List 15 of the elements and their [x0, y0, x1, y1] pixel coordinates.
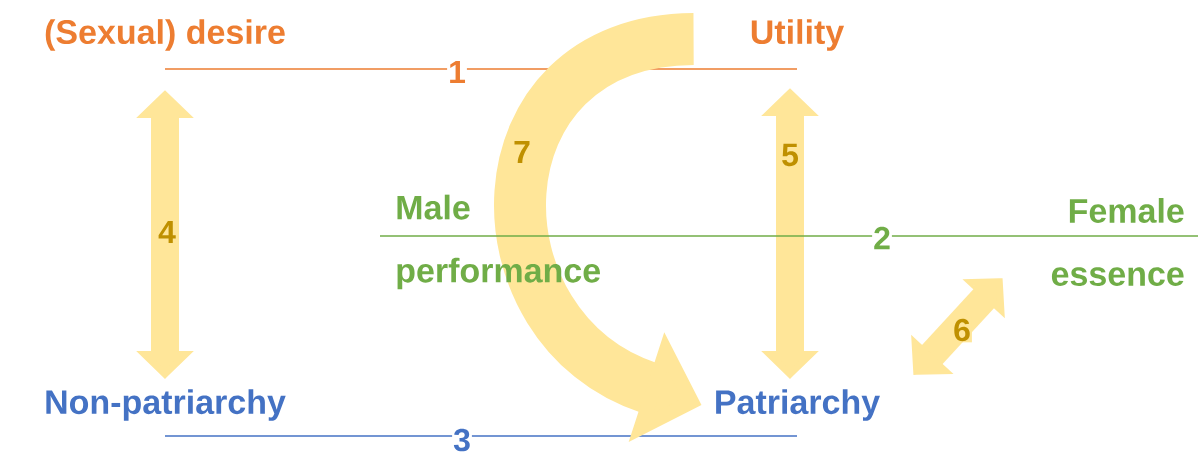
edge-label: 7 [512, 140, 532, 164]
edge-label: 6 [952, 317, 972, 343]
edge-label: 3 [452, 427, 472, 453]
edge-label: 2 [872, 225, 892, 251]
edge-label: 5 [780, 142, 800, 168]
node-label: Patriarchy [716, 389, 880, 421]
node-label: (Sexual) desire [45, 19, 285, 51]
edge-label: 4 [157, 220, 177, 244]
node-label: Female essence [1051, 198, 1184, 286]
double-arrow [911, 278, 1005, 375]
line [164, 435, 798, 437]
node-label: Utility [751, 19, 845, 51]
node-label: Non-patriarchy [46, 389, 286, 421]
line [379, 235, 1199, 237]
edge-label: 1 [447, 60, 467, 84]
